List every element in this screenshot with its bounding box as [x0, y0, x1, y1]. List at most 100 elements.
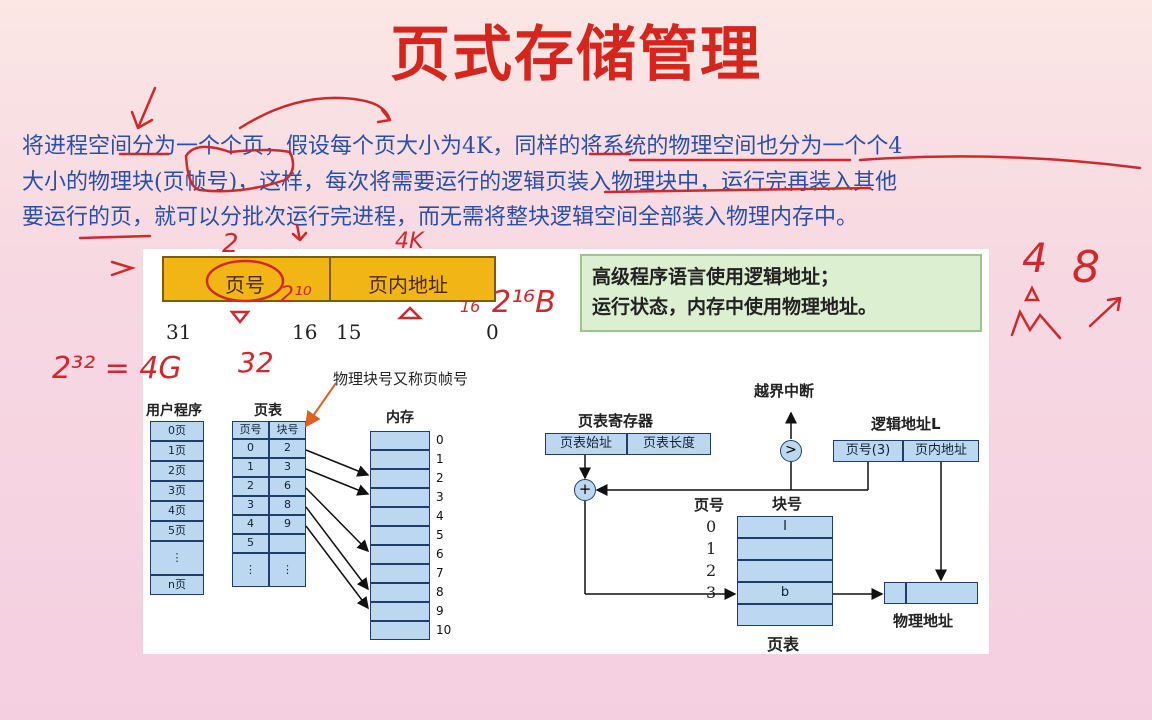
map-arrow [305, 525, 369, 610]
pt-page-cell: 3 [232, 496, 269, 515]
memory-numbers: 0 1 2 3 4 5 6 7 8 9 10 [436, 431, 451, 640]
note-line-2: 运行状态，内存中使用物理地址。 [592, 296, 878, 318]
program-page: 0页 [150, 421, 204, 441]
handwriting [78, 86, 1142, 340]
memory-number: 0 [436, 433, 444, 447]
user-program-pages: 0页 1页 2页 3页 4页 5页 ⋮ n页 [150, 421, 204, 595]
logical-page-field: 页号(3) [833, 440, 903, 462]
pt-block-cell: 9 [269, 515, 306, 534]
handwritten-4: 4 [1022, 236, 1047, 282]
memory-title: 内存 [386, 410, 414, 426]
handwritten-32: 32 [238, 346, 274, 379]
handwritten-2pow10: 2¹⁰ [280, 283, 312, 308]
program-page: n页 [150, 575, 204, 595]
pt-block-ellipsis: ⋮ [269, 553, 306, 587]
memory-block [370, 526, 430, 545]
right-diagram-lines [579, 411, 947, 600]
map-arrow [305, 468, 370, 496]
pt-page-cell: 4 [232, 515, 269, 534]
page-index: 1 [706, 539, 717, 558]
page-table-register-title: 页表寄存器 [578, 412, 654, 430]
memory-number: 10 [436, 623, 452, 637]
memory-number: 8 [436, 585, 444, 599]
program-page: 4页 [150, 501, 204, 521]
memory-block [370, 564, 430, 583]
memory-number: 4 [436, 509, 444, 523]
memory-block [370, 583, 430, 602]
pt-block-cell: 6 [269, 477, 306, 496]
page-title: 页式存储管理 [390, 20, 762, 90]
handwritten-2: 2 [222, 229, 239, 259]
note-line-1: 高级程序语言使用逻辑地址； [592, 266, 840, 288]
memory-block [370, 469, 430, 488]
physical-address-box [884, 582, 978, 604]
pt-page-cell: 5 [232, 534, 269, 553]
memory-block [370, 431, 430, 450]
bit-16-label: 16 [292, 320, 318, 344]
physical-offset-field [906, 582, 978, 604]
bit-31-label: 31 [166, 320, 192, 344]
memory-block [370, 450, 430, 469]
memory-block [370, 507, 430, 526]
memory-number: 7 [436, 566, 444, 580]
physical-block-field [884, 582, 906, 604]
logical-address-title: 逻辑地址L [871, 415, 941, 433]
pt-page-cell: 1 [232, 458, 269, 477]
handwritten-numbers: 2 2¹⁰ 4K 16 2¹⁶B 2³² = 4G 32 4 8 [52, 229, 1100, 386]
page-indices: 0 1 2 3 [706, 516, 716, 604]
block-no-column-title: 块号 [772, 495, 803, 513]
program-page: 1页 [150, 441, 204, 461]
memory-number: 3 [436, 490, 444, 504]
mapping-arrows [305, 449, 370, 610]
memory-block [370, 602, 430, 621]
address-note-box: 高级程序语言使用逻辑地址； 运行状态，内存中使用物理地址。 [580, 254, 982, 332]
program-page: 2页 [150, 461, 204, 481]
logical-address-fields: 页号(3) 页内地址 [833, 440, 979, 462]
handwritten-4k: 4K [395, 229, 425, 254]
handwritten-16: 16 [460, 297, 480, 316]
map-arrow [305, 506, 369, 591]
pt-page-cell: 2 [232, 477, 269, 496]
pt-block-cell: 2 [269, 439, 306, 458]
register-start-field: 页表始址 [545, 433, 627, 455]
program-page: 5页 [150, 521, 204, 541]
memory-blocks [370, 431, 430, 640]
memory-block [370, 545, 430, 564]
program-page-ellipsis: ⋮ [150, 541, 204, 575]
memory-number: 6 [436, 547, 444, 561]
right-pt-row [737, 538, 833, 560]
page-index: 3 [706, 583, 717, 602]
paragraph-line-3: 要运行的页，就可以分批次运行完进程，而无需将整块逻辑空间全部装入物理内存中。 [22, 205, 859, 230]
memory-number: 5 [436, 528, 444, 542]
register-length-field: 页表长度 [627, 433, 711, 455]
pt-block-cell: 3 [269, 458, 306, 477]
page-index: 2 [706, 561, 717, 580]
map-arrow [305, 449, 370, 477]
frame-number-callout: 物理块号又称页帧号 [333, 370, 469, 388]
physical-address-caption: 物理地址 [893, 612, 954, 630]
right-page-table-caption: 页表 [767, 635, 800, 654]
page-number-label: 页号 [225, 273, 265, 297]
pt-block-cell [269, 534, 306, 553]
handwritten-8: 8 [1072, 242, 1100, 293]
page-table-title: 页表 [254, 403, 282, 419]
page-no-column-title: 页号 [694, 496, 725, 514]
page-offset-label: 页内地址 [368, 273, 448, 297]
right-pt-row: I [737, 516, 833, 538]
user-program-title: 用户程序 [146, 403, 202, 419]
pt-page-ellipsis: ⋮ [232, 553, 269, 587]
bit-15-label: 15 [336, 320, 362, 344]
pt-block-cell: 8 [269, 496, 306, 515]
memory-block [370, 621, 430, 640]
program-page: 3页 [150, 481, 204, 501]
memory-block [370, 488, 430, 507]
page-table-register: 页表始址 页表长度 [545, 433, 711, 455]
memory-number: 9 [436, 604, 444, 618]
handwritten-2pow16B: 2¹⁶B [492, 285, 556, 320]
memory-number: 2 [436, 471, 444, 485]
address-bar-divider [329, 256, 331, 302]
bit-0-label: 0 [486, 320, 499, 344]
out-of-bounds-interrupt-label: 越界中断 [754, 382, 815, 400]
